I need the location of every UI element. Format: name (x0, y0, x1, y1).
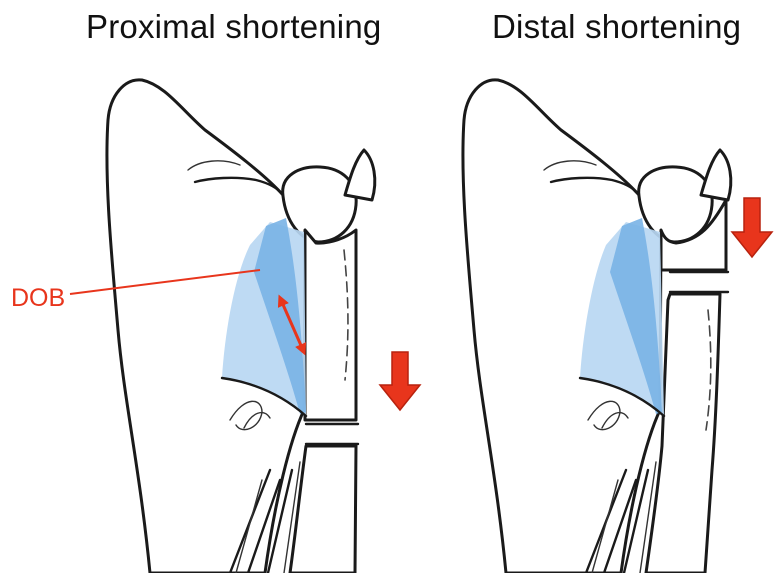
ulna-styloid-left (345, 150, 375, 200)
ulna-shaft-upper-left (305, 230, 356, 420)
ulna-styloid-right (701, 150, 731, 200)
distal-panel (463, 80, 772, 573)
shortening-arrow-left (380, 352, 420, 410)
shortening-arrow-right (732, 198, 772, 257)
proximal-panel (70, 80, 420, 573)
